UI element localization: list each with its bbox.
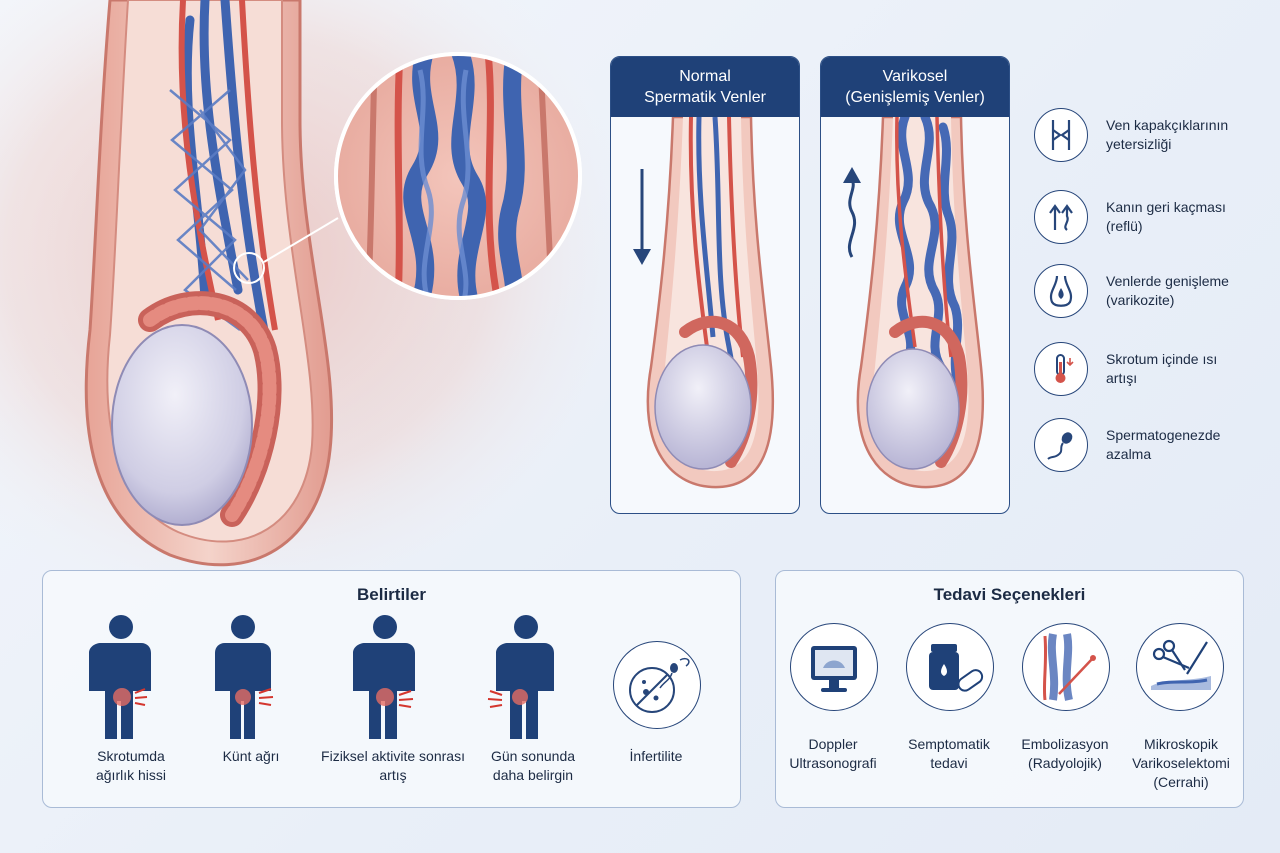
dull-pain-figure-icon xyxy=(215,615,274,739)
varicocele-illustration xyxy=(843,117,985,489)
varicocele-title: Varikosel (Genişlemiş Venler) xyxy=(821,57,1009,117)
mechanism-valve-insufficiency: Ven kapakçıklarının yetersizliği xyxy=(1034,108,1274,162)
end-of-day-figure-icon xyxy=(487,615,554,739)
mechanism-label: Spermatogenezde azalma xyxy=(1106,427,1221,462)
normal-veins-panel: Normal Spermatik Venler xyxy=(610,56,800,514)
infertility-icon xyxy=(613,641,701,729)
downward-flow-arrow-icon xyxy=(633,169,651,265)
ultrasound-monitor-icon xyxy=(790,623,878,711)
symptom-label: Gün sonunda daha belirgin xyxy=(490,748,576,783)
normal-veins-title: Normal Spermatik Venler xyxy=(611,57,799,117)
scrotum-anatomy-illustration xyxy=(0,0,620,570)
treatment-label: Semptomatik tedavi xyxy=(908,736,990,771)
treatment-label: Embolizasyon (Radyolojik) xyxy=(1021,736,1109,771)
thermometer-icon xyxy=(1034,342,1088,396)
symptom-label: Skrotumda ağırlık hissi xyxy=(95,748,167,783)
medication-icon xyxy=(906,623,994,711)
reflux-arrows-icon xyxy=(1034,190,1088,244)
mechanism-vein-dilation: Venlerde genişleme (varikozite) xyxy=(1034,264,1274,318)
mechanism-label: Kanın geri kaçması (reflü) xyxy=(1106,199,1226,234)
mechanism-label: Skrotum içinde ısı artışı xyxy=(1106,351,1218,386)
treatment-box: Tedavi Seçenekleri xyxy=(775,570,1244,808)
vein-dilation-icon xyxy=(1034,264,1088,318)
symptoms-title: Belirtiler xyxy=(357,585,426,604)
symptom-label: Künt ağrı xyxy=(222,748,280,764)
treatment-label: Doppler Ultrasonografi xyxy=(789,736,877,771)
embolization-icon xyxy=(1022,623,1110,711)
symptoms-box: Belirtiler Skrotumd xyxy=(42,570,741,808)
mechanism-spermatogenesis: Spermatogenezde azalma xyxy=(1034,418,1274,472)
mechanism-reflux: Kanın geri kaçması (reflü) xyxy=(1034,190,1274,244)
surgery-scissors-icon xyxy=(1136,623,1224,711)
activity-pain-figure-icon xyxy=(353,615,415,739)
mechanism-label: Venlerde genişleme (varikozite) xyxy=(1106,273,1229,308)
symptom-label: Fiziksel aktivite sonrası artış xyxy=(321,748,465,783)
treatment-title: Tedavi Seçenekleri xyxy=(933,585,1086,604)
mechanism-label: Ven kapakçıklarının yetersizliği xyxy=(1106,117,1229,152)
normal-veins-illustration xyxy=(633,117,775,489)
reflux-wavy-arrow-icon xyxy=(843,167,861,258)
mechanism-temperature: Skrotum içinde ısı artışı xyxy=(1034,342,1274,396)
valve-insufficiency-icon xyxy=(1034,108,1088,162)
symptom-label: İnfertilite xyxy=(629,748,683,764)
treatment-label: Mikroskopik Varikoselektomi (Cerrahi) xyxy=(1132,736,1230,790)
heaviness-figure-icon xyxy=(89,615,151,739)
varicocele-panel: Varikosel (Genişlemiş Venler) xyxy=(820,56,1010,514)
sperm-icon xyxy=(1034,418,1088,472)
